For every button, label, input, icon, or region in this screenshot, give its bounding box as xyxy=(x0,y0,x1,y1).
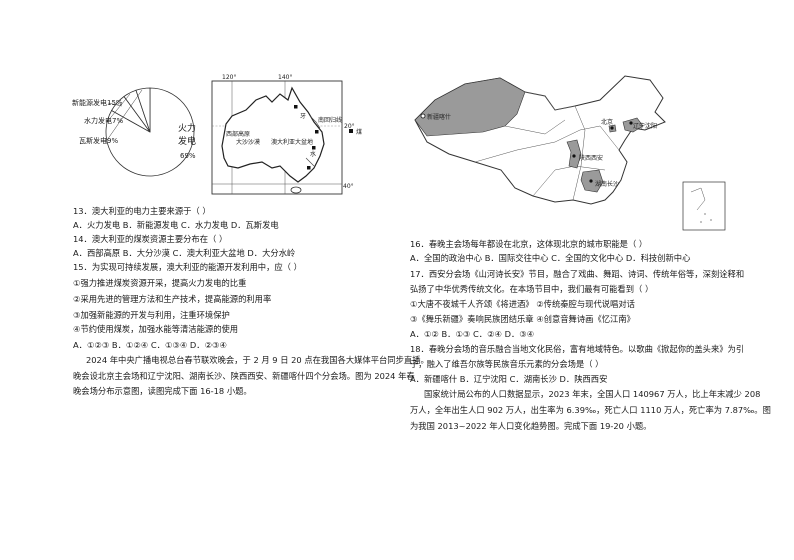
pie-label-thermal-2: 发电 xyxy=(178,135,196,147)
question-13-options: A．火力发电 B．新能源发电 C．水力发电 D．瓦斯发电 xyxy=(73,220,279,230)
question-15-item-2: ②采用先进的管理方法和生产技术，提高能源的利用率 xyxy=(73,294,272,304)
venue-dot-shenyang xyxy=(629,121,633,125)
pie-slice-gas xyxy=(135,87,151,133)
question-15-options: A．①②③ B．①②④ C．①③④ D．②③④ xyxy=(73,340,227,350)
coal-marker-4 xyxy=(307,166,311,170)
stats-line-1: 国家统计局公布的人口数据显示，2023 年末，全国人口 140967 万人，比上… xyxy=(424,389,761,399)
map-lon-label-120: 120° xyxy=(222,74,236,81)
question-15-item-3: ③加强新能源的开发与利用，注重环境保护 xyxy=(73,310,230,320)
question-18-stem-1: 18．春晚分会场的音乐融合当地文化民俗，富有地域特色。以歌曲《掀起你的盖头来》为… xyxy=(410,344,745,354)
question-17-stem-1: 17．西安分会场《山河诗长安》节目，融合了戏曲、舞蹈、诗词、传统年俗等，深刻诠释… xyxy=(410,269,745,279)
coal-legend-icon xyxy=(349,129,353,133)
intro-line-2: 晚会设北京主会场和辽宁沈阳、湖南长沙、陕西西安、新疆喀什四个分会场。图为 202… xyxy=(73,371,415,381)
question-16-options: A．全国的政治中心 B．国际交往中心 C．全国的文化中心 D．科技创新中心 xyxy=(410,253,691,263)
region-shaanxi xyxy=(566,139,582,169)
pie-label-gas: 瓦斯发电9% xyxy=(79,136,118,145)
map-lon-label-140: 140° xyxy=(278,74,292,81)
australia-map: 120° 140° 20° 40° 西部高原 大沙沙漠 澳大利亚大盆地 南回归线… xyxy=(211,74,362,195)
map-label-changsha: 湖南长沙 xyxy=(595,180,619,188)
map-label-kashgar: 新疆喀什 xyxy=(427,113,451,121)
question-18-options: A．新疆喀什 B．辽宁沈阳 C．湖南长沙 D．陕西西安 xyxy=(410,374,608,384)
australia-coastline xyxy=(221,86,325,183)
map-lat-label-40: 40° xyxy=(343,183,354,190)
stats-line-3: 为我国 2013~2022 年人口变化趋势图。完成下面 19-20 小题。 xyxy=(410,421,652,431)
map-label-ya: 牙 xyxy=(300,113,306,120)
question-14-stem: 14．澳大利亚的煤炭资源主要分布在（ ） xyxy=(73,234,228,244)
map-label-tropic: 南回归线 xyxy=(318,116,342,124)
map-label-shenyang: 辽宁沈阳 xyxy=(633,122,657,130)
map-label-desert: 大沙沙漠 xyxy=(236,138,260,146)
question-17-items-1: ①大唐不夜城千人齐颂《将进酒》 ②传统秦腔与现代说唱对话 xyxy=(410,299,635,309)
venue-dot-xian xyxy=(572,154,576,158)
map-label-shui: 水 xyxy=(310,150,316,158)
intro-line-1: 2024 年中央广播电视总台春节联欢晚会，于 2 月 9 日 20 点在我国各大… xyxy=(86,355,429,365)
question-17-stem-2: 弘扬了中华优秀传统文化。在本场节目中，我们最有可能看到（ ） xyxy=(410,284,654,294)
coal-legend-label: 煤 xyxy=(356,128,362,136)
pie-label-thermal-1: 火力 xyxy=(178,122,196,134)
stats-line-2: 万人，全年出生人口 902 万人，出生率为 6.39‰，死亡人口 1110 万人… xyxy=(410,405,771,415)
question-15-item-4: ④节约使用煤炭，加强水能等清洁能源的使用 xyxy=(73,324,239,334)
question-15-stem: 15．为实现可持续发展，澳大利亚的能源开发利用中，应（ ） xyxy=(73,262,302,272)
venue-dot-beijing xyxy=(610,126,614,130)
pie-label-thermal-3: 69% xyxy=(180,152,196,160)
coal-marker-1 xyxy=(294,105,298,109)
map-label-beijing: 北京 xyxy=(601,118,613,126)
map-label-western-plateau: 西部高原 xyxy=(226,130,250,138)
question-17-options: A．①② B．①③ C．②④ D．③④ xyxy=(410,329,535,339)
question-17-items-2: ③《舞乐新疆》奏响民族团结乐章 ④创意音舞诗画《忆江南》 xyxy=(410,314,635,324)
intro-line-3: 晚会场分布示意图，读图完成下面 16-18 小题。 xyxy=(73,386,252,396)
pie-label-hydro: 水力发电7% xyxy=(84,116,123,125)
south-sea-inset xyxy=(682,181,726,231)
power-source-pie-chart: 新能源发电15% 水力发电7% 瓦斯发电9% 火力 发电 69% xyxy=(72,87,196,177)
pie-label-new-energy: 新能源发电15% xyxy=(72,98,123,107)
question-13-stem: 13．澳大利亚的电力主要来源于（ ） xyxy=(73,206,211,216)
map-label-xian: 陕西西安 xyxy=(579,154,603,162)
region-xinjiang xyxy=(414,77,526,137)
map-label-great-basin: 澳大利亚大盆地 xyxy=(271,138,313,146)
region-liaoning xyxy=(622,117,644,133)
coal-marker-2 xyxy=(315,130,319,134)
question-18-stem-2: 子，融入了维吾尔族等民族音乐元素的分会场是（ ） xyxy=(410,359,604,369)
venue-dot-changsha xyxy=(589,179,593,183)
question-14-options: A．西部高原 B．大分沙漠 C．澳大利亚大盆地 D．大分水岭 xyxy=(73,248,296,258)
china-gala-venue-map: 新疆喀什 北京 辽宁沈阳 陕西西安 湖南长沙 xyxy=(414,75,726,231)
coal-marker-3 xyxy=(312,146,316,150)
venue-dot-kashgar xyxy=(420,113,426,119)
question-16-stem: 16．春晚主会场每年都设在北京，这体现北京的城市职能是（ ） xyxy=(410,239,648,249)
map-lat-label-20: 20° xyxy=(344,123,355,130)
question-15-item-1: ①强力推进煤炭资源开采，提高火力发电的比重 xyxy=(73,278,247,288)
